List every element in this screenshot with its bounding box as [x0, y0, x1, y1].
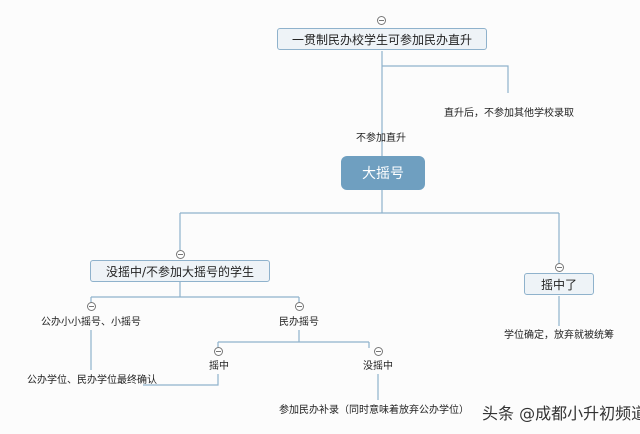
line-root-note [382, 65, 509, 93]
collapse-toggle-not-won[interactable] [176, 250, 185, 259]
node-big-lottery[interactable]: 大摇号 [341, 156, 425, 190]
watermark: 头条 @成都小升初频道 [482, 404, 640, 423]
node-public-lottery[interactable]: 公办小小摇号、小摇号 [41, 316, 141, 328]
node-private-not-won-note[interactable]: 参加民办补录（同时意味着放弃公办学位） [279, 404, 469, 416]
collapse-toggle-public-lottery[interactable] [87, 302, 96, 311]
line-private-split [217, 330, 370, 348]
line-won-public [143, 374, 219, 386]
collapse-toggle-private-won[interactable] [214, 347, 223, 356]
node-root[interactable]: 一贯制民办校学生可参加民办直升 [277, 28, 487, 50]
node-public-note[interactable]: 公办学位、民办学位最终确认 [27, 374, 157, 386]
node-private-won[interactable]: 摇中 [209, 360, 229, 372]
node-won[interactable]: 摇中了 [524, 273, 594, 295]
collapse-toggle-private-not-won[interactable] [374, 347, 383, 356]
node-private-not-won[interactable]: 没摇中 [363, 360, 393, 372]
collapse-toggle-root[interactable] [377, 16, 386, 25]
line-lottery-split [179, 190, 560, 264]
node-direct-promotion-note[interactable]: 直升后，不参加其他学校录取 [444, 107, 574, 119]
node-not-won[interactable]: 没摇中/不参加大摇号的学生 [90, 260, 270, 282]
node-won-note[interactable]: 学位确定，放弃就被统筹 [504, 329, 614, 341]
node-private-lottery[interactable]: 民办摇号 [279, 316, 319, 328]
collapse-toggle-private-lottery[interactable] [295, 302, 304, 311]
edge-label-no-direct: 不参加直升 [356, 132, 406, 144]
collapse-toggle-won[interactable] [555, 263, 564, 272]
line-notwon-split [90, 281, 300, 304]
